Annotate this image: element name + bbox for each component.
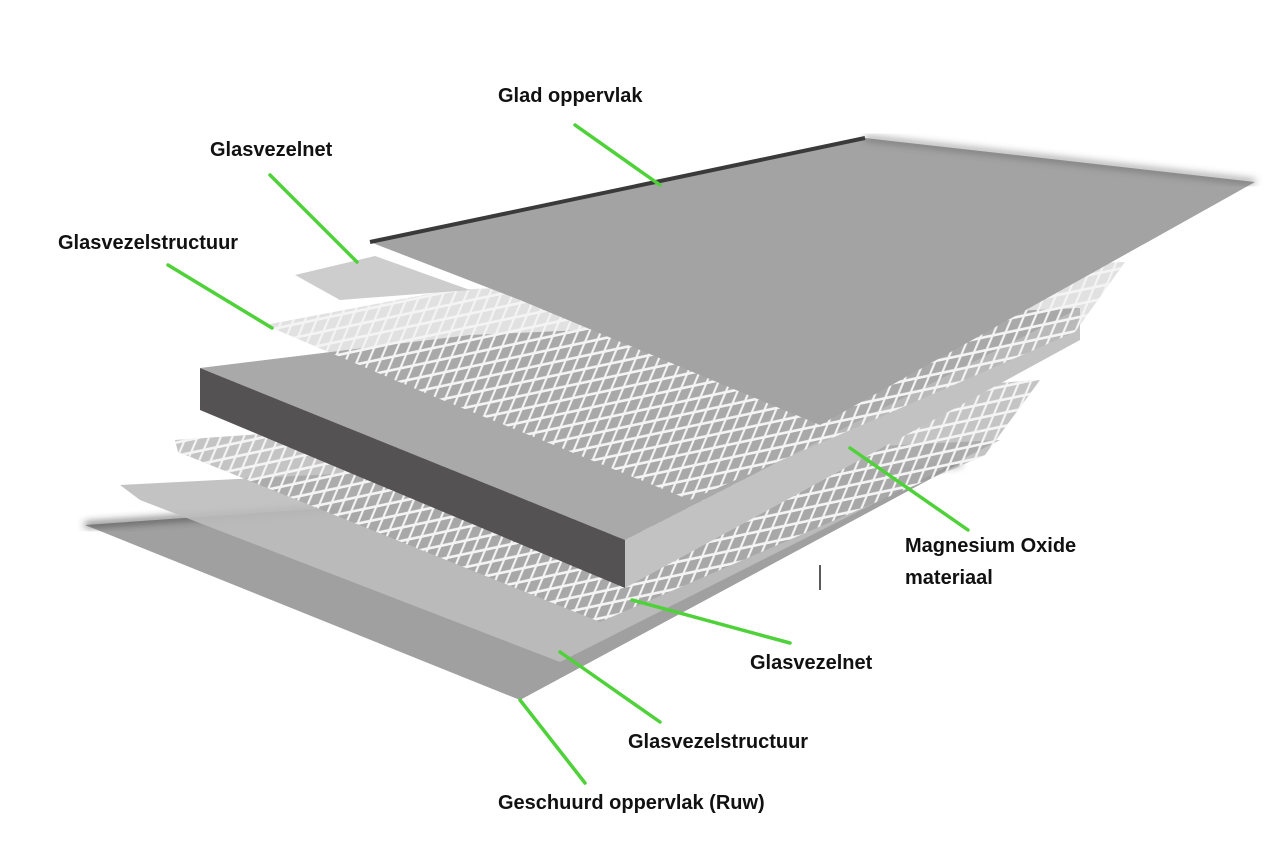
label-glasvezelnet-bottom: Glasvezelnet: [750, 652, 873, 674]
label-magnesium-line2: materiaal: [905, 567, 993, 589]
label-glad-oppervlak: Glad oppervlak: [498, 85, 643, 107]
label-geschuurd-oppervlak: Geschuurd oppervlak (Ruw): [498, 792, 765, 814]
leader-glasvezelnet-bottom: [630, 598, 792, 645]
leader-lines: [166, 123, 970, 785]
label-magnesium-line1: Magnesium Oxide: [905, 535, 1077, 557]
top-smooth-sheet: [369, 136, 1256, 425]
label-glasvezelstructuur-top: Glasvezelstructuur: [58, 232, 239, 254]
label-glasvezelnet-top: Glasvezelnet: [210, 139, 333, 161]
leader-glasvezelstructuur-top: [166, 263, 274, 330]
leader-glasvezelnet-top: [268, 173, 359, 264]
leader-glasvezelstructuur-bottom: [558, 650, 662, 724]
leader-geschuurd: [518, 698, 587, 785]
leader-magnesium: [848, 446, 970, 532]
label-glasvezelstructuur-bottom: Glasvezelstructuur: [628, 731, 809, 753]
leader-glad-oppervlak: [573, 123, 662, 187]
top-fiber-structure: [295, 256, 470, 300]
